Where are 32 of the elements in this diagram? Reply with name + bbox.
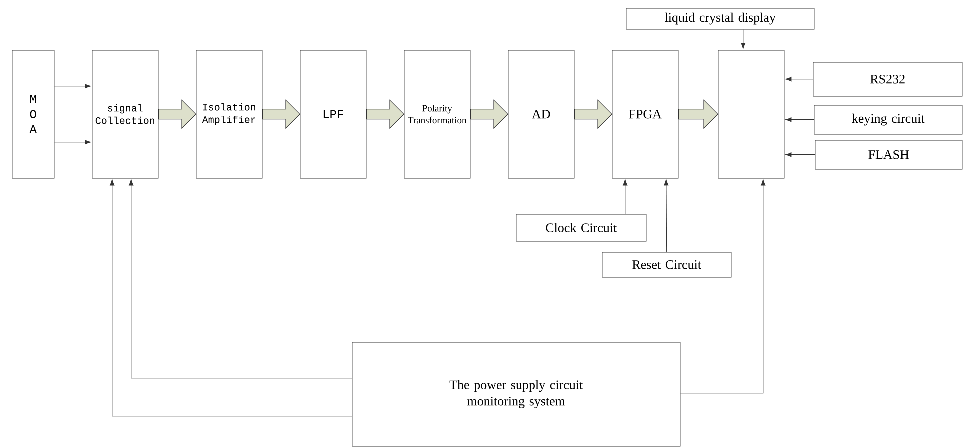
block-arrow bbox=[262, 100, 300, 130]
arrow bbox=[786, 152, 816, 158]
arrow bbox=[54, 140, 91, 145]
block-arrow bbox=[366, 100, 404, 130]
circuit-box: Reset Circuit bbox=[602, 252, 732, 278]
block-arrow bbox=[158, 100, 196, 130]
circuit-box: Clock Circuit bbox=[516, 214, 647, 242]
arrow bbox=[54, 84, 91, 89]
block-arrow bbox=[678, 100, 718, 130]
arrow bbox=[786, 77, 814, 82]
arrow bbox=[129, 180, 352, 379]
arrow bbox=[741, 29, 746, 49]
input-box: FLASH bbox=[815, 140, 963, 170]
arrow bbox=[110, 180, 352, 417]
arrow bbox=[664, 180, 669, 252]
input-box: keying circuit bbox=[814, 105, 963, 135]
block-arrow bbox=[574, 100, 612, 130]
block-box: signal Collection bbox=[92, 50, 159, 179]
block-box bbox=[718, 50, 785, 179]
power-supply-box: The power supply circuit monitoring system bbox=[352, 342, 681, 447]
block-arrow bbox=[470, 100, 508, 130]
block-box: LPF bbox=[300, 50, 367, 179]
arrow bbox=[680, 180, 766, 394]
input-box: RS232 bbox=[813, 62, 963, 97]
block-box: FPGA bbox=[612, 50, 679, 179]
block-box: Polarity Transformation bbox=[404, 50, 471, 179]
arrow bbox=[623, 180, 628, 214]
display-box: liquid crystal display bbox=[626, 8, 815, 30]
block-box: Isolation Amplifier bbox=[196, 50, 263, 179]
arrow bbox=[786, 118, 814, 122]
sensor-box: M O A bbox=[12, 50, 55, 179]
block-box: AD bbox=[508, 50, 575, 179]
